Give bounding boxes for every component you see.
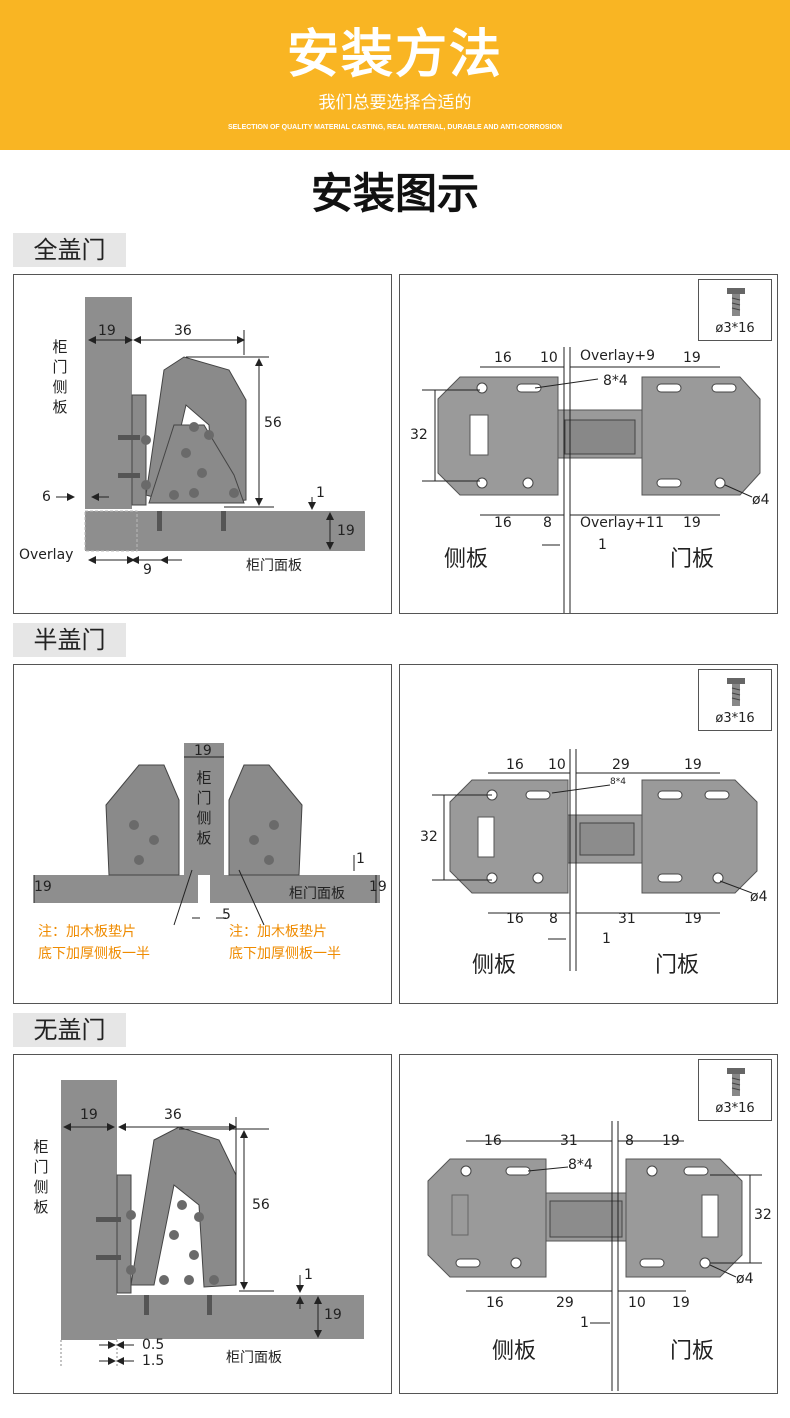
face-panel-label: 柜门面板 (246, 558, 302, 574)
top-overlay-9: Overlay+9 (580, 348, 656, 364)
top-10: 10 (540, 350, 558, 366)
door-panel-caption: 门板 (670, 1339, 715, 1364)
hole-4: ø4 (736, 1271, 754, 1287)
gap-1: 1 (602, 931, 611, 947)
top-29: 29 (612, 757, 630, 773)
top-19: 19 (684, 757, 702, 773)
side-panel-label: 柜门侧板 (33, 1138, 49, 1216)
top-16: 16 (506, 757, 524, 773)
height-32: 32 (420, 829, 438, 845)
full-overlay-side-diagram: 柜门侧板 19 36 56 6 1 19 Overlay 9 柜门面板 (13, 274, 392, 614)
screw-spec-box: ø3*16 (698, 279, 772, 341)
dim-19: 19 (98, 323, 116, 339)
side-panel-caption: 侧板 (444, 547, 489, 572)
top-16: 16 (494, 350, 512, 366)
slot-8x4: 8*4 (568, 1157, 593, 1173)
top-16: 16 (484, 1133, 502, 1149)
dim-1-5: 1.5 (142, 1353, 165, 1369)
dim-6: 6 (42, 489, 51, 505)
header-banner: 安装方法 我们总要选择合适的 SELECTION OF QUALITY MATE… (0, 0, 790, 150)
hinge-plate-drawing (427, 1121, 762, 1391)
slot-8x4: 8*4 (603, 373, 628, 389)
bot-29: 29 (556, 1295, 574, 1311)
dim-19-face: 19 (324, 1307, 342, 1323)
dim-9: 9 (143, 562, 152, 578)
overlay-label: Overlay (19, 547, 74, 563)
half-overlay-plate-diagram: ø3*16 16 10 29 19 8*4 32 ø4 16 8 31 19 1… (399, 664, 778, 1004)
bot-16: 16 (506, 911, 524, 927)
dim-5: 5 (222, 907, 231, 923)
bot-10: 10 (628, 1295, 646, 1311)
section-label-full-overlay: 全盖门 (13, 233, 126, 267)
half-overlay-side-diagram: 19 柜门侧板 1 19 柜门面板 19 5 注：加木板垫片底下加厚侧板一半 注… (13, 664, 392, 1004)
slot-8x4: 8*4 (610, 777, 626, 787)
top-10: 10 (548, 757, 566, 773)
dim-1: 1 (304, 1267, 313, 1283)
dim-1: 1 (316, 485, 325, 501)
top-19: 19 (662, 1133, 680, 1149)
banner-subtitle: 我们总要选择合适的 (318, 93, 472, 113)
side-panel-caption: 侧板 (472, 953, 517, 978)
dim-36: 36 (174, 323, 192, 339)
banner-english-tagline: SELECTION OF QUALITY MATERIAL CASTING, R… (227, 124, 563, 131)
side-panel-label: 柜门侧板 (196, 769, 212, 847)
double-hinge-drawing (33, 743, 380, 926)
no-overlay-side-diagram: 柜门侧板 19 36 56 1 19 0.5 1.5 柜门面板 (13, 1054, 392, 1394)
height-32: 32 (410, 427, 428, 443)
top-8: 8 (625, 1133, 634, 1149)
bot-16: 16 (486, 1295, 504, 1311)
gap-1: 1 (580, 1315, 589, 1331)
dim-36: 36 (164, 1107, 182, 1123)
bot-19: 19 (683, 515, 701, 531)
dim-56: 56 (264, 415, 282, 431)
hole-4: ø4 (750, 889, 768, 905)
bot-31: 31 (618, 911, 636, 927)
face-panel-label: 柜门面板 (289, 886, 345, 902)
hinge-side-view-drawing (56, 297, 365, 564)
section-label-no-overlay: 无盖门 (13, 1013, 126, 1047)
gap-1: 1 (598, 537, 607, 553)
bot-16: 16 (494, 515, 512, 531)
dim-56: 56 (252, 1197, 270, 1213)
no-overlay-plate-diagram: ø3*16 16 31 8 19 8*4 32 ø4 16 29 10 19 1… (399, 1054, 778, 1394)
page-title: 安装图示 (310, 169, 479, 218)
screw-spec-label: ø3*16 (715, 1101, 755, 1116)
height-32: 32 (754, 1207, 772, 1223)
top-31: 31 (560, 1133, 578, 1149)
top-19: 19 (683, 350, 701, 366)
banner-title: 安装方法 (286, 25, 503, 85)
screw-spec-label: ø3*16 (715, 711, 755, 726)
dim-19-center: 19 (194, 743, 212, 759)
hinge-plate-drawing (432, 749, 758, 971)
side-panel-caption: 侧板 (492, 1339, 537, 1364)
door-panel-caption: 门板 (655, 953, 700, 978)
dim-19-left: 19 (34, 879, 52, 895)
bot-8: 8 (543, 515, 552, 531)
dim-1: 1 (356, 851, 365, 867)
face-panel-label: 柜门面板 (226, 1350, 282, 1366)
section-label-half-overlay: 半盖门 (13, 623, 126, 657)
dim-0-5: 0.5 (142, 1337, 165, 1353)
dim-19-face: 19 (337, 523, 355, 539)
screw-spec-label: ø3*16 (715, 321, 755, 336)
note-left: 注：加木板垫片底下加厚侧板一半 (38, 924, 150, 962)
side-panel-label: 柜门侧板 (52, 338, 68, 416)
bot-overlay-11: Overlay+11 (580, 515, 664, 531)
hole-4: ø4 (752, 492, 770, 508)
hinge-plate-drawing (422, 347, 761, 613)
screw-spec-box: ø3*16 (698, 669, 772, 731)
bot-8: 8 (549, 911, 558, 927)
bot-19: 19 (684, 911, 702, 927)
full-overlay-plate-diagram: ø3*16 16 10 Overlay+9 19 8*4 32 ø4 16 8 … (399, 274, 778, 614)
dim-19-right: 19 (369, 879, 387, 895)
door-panel-caption: 门板 (670, 547, 715, 572)
screw-spec-box: ø3*16 (698, 1059, 772, 1121)
note-right: 注：加木板垫片底下加厚侧板一半 (229, 924, 341, 962)
hinge-side-view-drawing (60, 1080, 364, 1367)
bot-19: 19 (672, 1295, 690, 1311)
dim-19: 19 (80, 1107, 98, 1123)
